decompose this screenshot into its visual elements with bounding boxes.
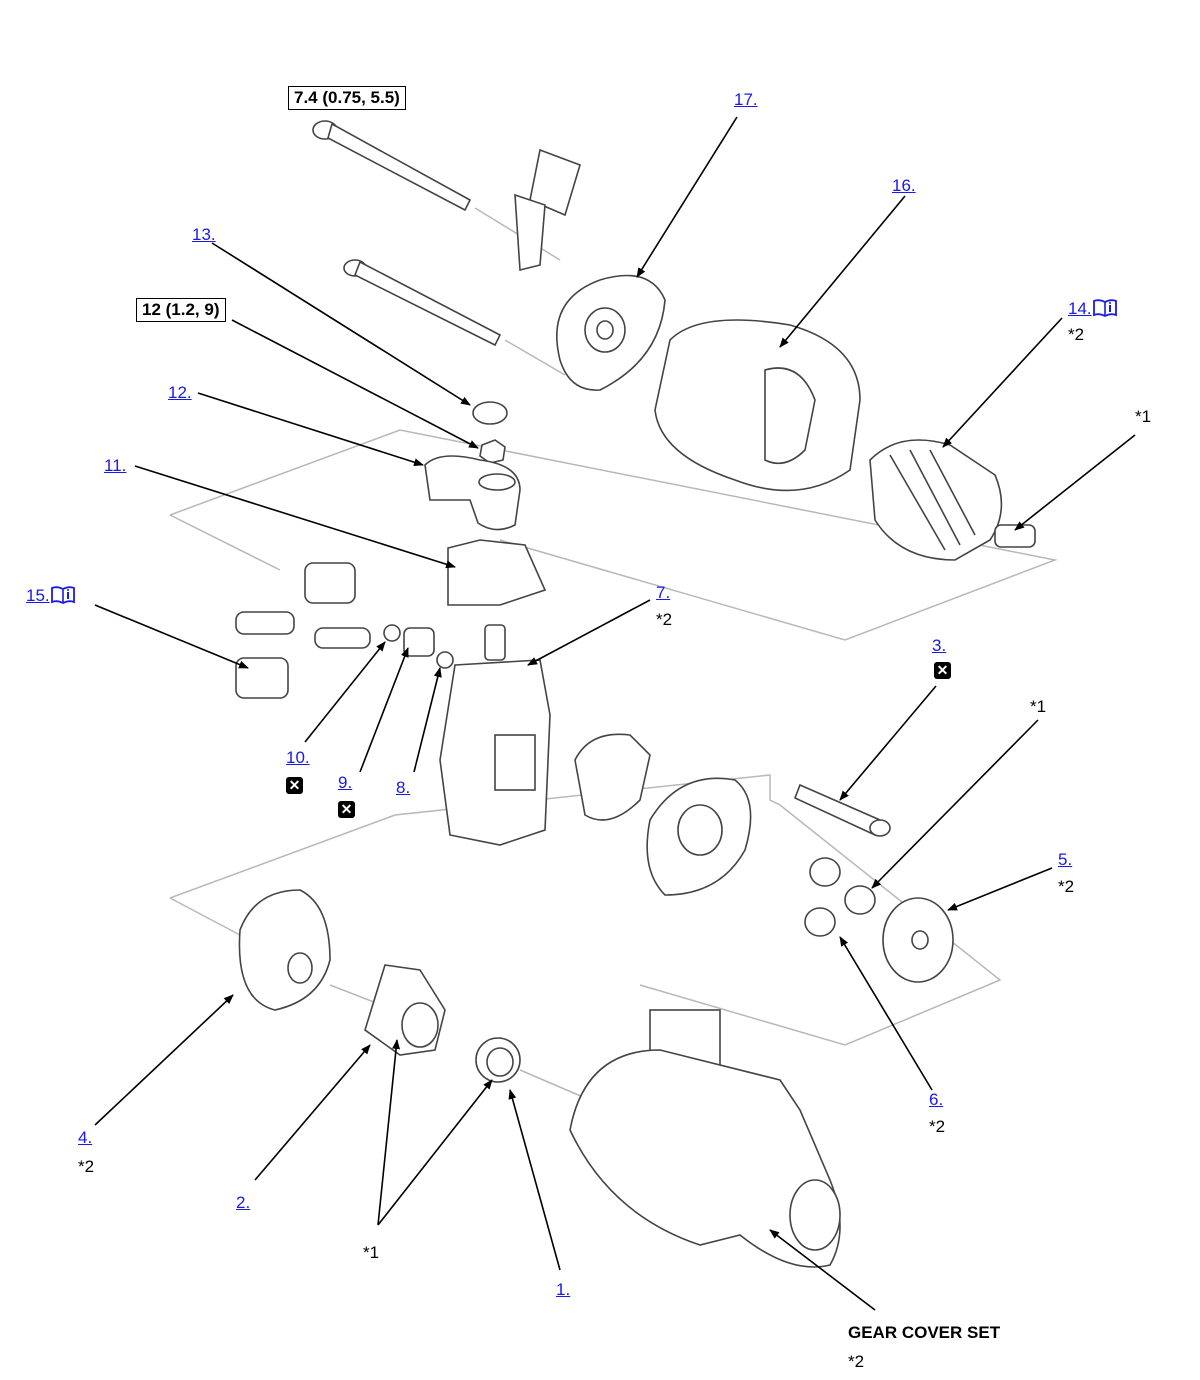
replace-part-icon: ✕ bbox=[934, 662, 951, 679]
terminal-nut bbox=[479, 439, 506, 464]
planetary-ring bbox=[574, 733, 651, 821]
planet-shaft bbox=[793, 783, 891, 837]
planetary-gears bbox=[804, 857, 876, 937]
small-spring-9 bbox=[403, 627, 435, 657]
terminal-grommet bbox=[424, 455, 521, 531]
part-link-12[interactable]: 12. bbox=[168, 383, 192, 402]
long-through-bolt bbox=[312, 120, 472, 212]
gear-cover-set-label: GEAR COVER SET bbox=[848, 1323, 1001, 1342]
part-link-4[interactable]: 4. bbox=[78, 1128, 93, 1147]
internal-gear-plate bbox=[646, 777, 752, 896]
replace-part-icon: ✕ bbox=[338, 801, 355, 818]
end-cover bbox=[238, 889, 331, 1011]
service-info-book-icon[interactable] bbox=[1092, 299, 1117, 317]
part-link-11[interactable]: 11. bbox=[104, 456, 127, 475]
part-link-10[interactable]: 10. bbox=[286, 748, 310, 767]
short-through-bolt bbox=[343, 259, 502, 347]
yoke-housing bbox=[654, 319, 861, 492]
part-link-15[interactable]: 15. bbox=[26, 586, 75, 606]
small-washer-10 bbox=[383, 624, 401, 642]
note-star2: *2 bbox=[929, 1117, 946, 1136]
planet-carrier bbox=[882, 897, 954, 983]
part-link-3[interactable]: 3. bbox=[932, 636, 947, 655]
bushing bbox=[475, 1037, 521, 1083]
rear-bracket-plate bbox=[514, 148, 666, 391]
torque-spec-middle: 12 (1.2, 9) bbox=[136, 298, 226, 322]
part-link-8[interactable]: 8. bbox=[396, 778, 411, 797]
part-link-5[interactable]: 5. bbox=[1058, 850, 1073, 869]
note-star2: *2 bbox=[656, 610, 673, 629]
part-link-13[interactable]: 13. bbox=[192, 225, 216, 244]
note-star1: *1 bbox=[1030, 697, 1047, 716]
torque-spec-top: 7.4 (0.75, 5.5) bbox=[288, 86, 406, 110]
leader-lines bbox=[94, 116, 1136, 1311]
drive-lever-holder bbox=[364, 964, 446, 1056]
part-link-6[interactable]: 6. bbox=[929, 1090, 944, 1109]
part-link-17[interactable]: 17. bbox=[734, 90, 758, 109]
part-link-7[interactable]: 7. bbox=[656, 583, 671, 602]
part-link-9[interactable]: 9. bbox=[338, 773, 353, 792]
note-star2: *2 bbox=[78, 1157, 95, 1176]
note-star2: *2 bbox=[1068, 325, 1085, 344]
part-link-14[interactable]: 14. bbox=[1068, 299, 1117, 319]
part-drawings bbox=[235, 120, 1036, 1268]
part-link-1[interactable]: 1. bbox=[556, 1280, 571, 1299]
brush-springs bbox=[235, 562, 371, 699]
part-link-16[interactable]: 16. bbox=[892, 176, 916, 195]
note-star2: *2 bbox=[1058, 877, 1075, 896]
replace-part-icon: ✕ bbox=[286, 777, 303, 794]
service-info-book-icon[interactable] bbox=[50, 586, 75, 604]
brush-holder-bracket bbox=[447, 539, 547, 606]
note-star2: *2 bbox=[848, 1352, 865, 1371]
note-star1: *1 bbox=[363, 1243, 380, 1262]
armature bbox=[869, 439, 1036, 561]
gear-cover-housing bbox=[569, 1009, 841, 1268]
note-star1: *1 bbox=[1135, 407, 1152, 426]
small-washer-8 bbox=[436, 651, 454, 669]
brush-holder-assembly bbox=[439, 624, 551, 846]
part-link-2[interactable]: 2. bbox=[236, 1193, 251, 1212]
dust-cap bbox=[472, 401, 508, 425]
